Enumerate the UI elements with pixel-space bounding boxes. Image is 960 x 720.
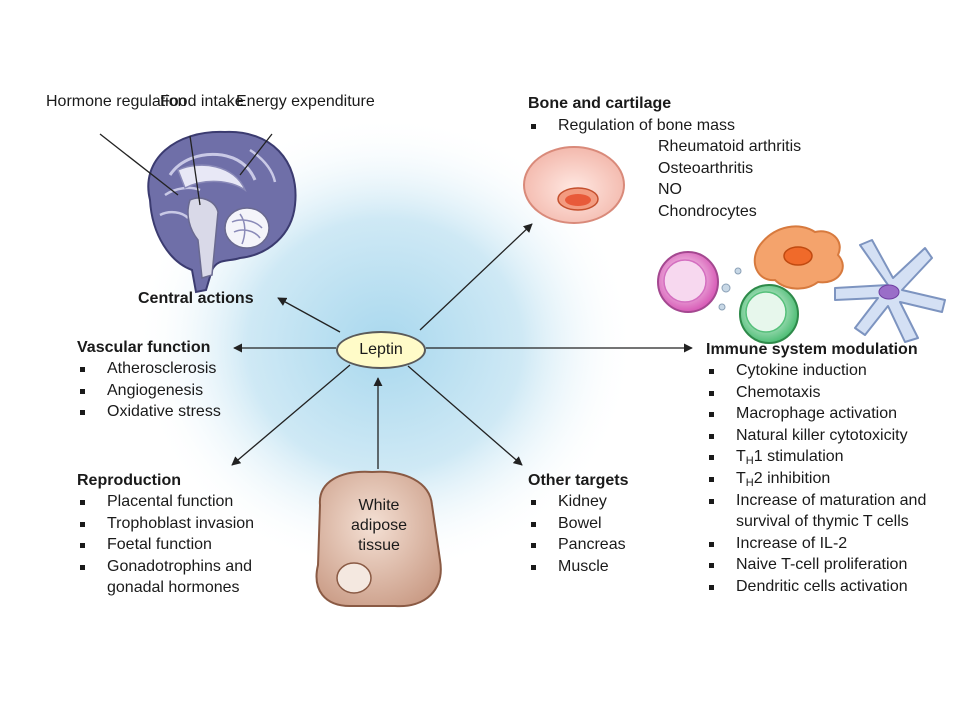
arrows <box>231 223 693 469</box>
bone-subitems: Rheumatoid arthritis Osteoarthritis NO C… <box>658 136 801 222</box>
immune-list: Cytokine induction Chemotaxis Macrophage… <box>706 360 960 598</box>
list-item: Chemotaxis <box>706 382 960 404</box>
heading-vascular-function: Vascular function <box>77 339 211 356</box>
list-item: Foetal function <box>77 534 297 556</box>
adipose-cell-icon <box>315 470 442 608</box>
list-item: Kidney <box>528 491 626 513</box>
bone-list: Regulation of bone mass <box>528 115 735 137</box>
label-white-adipose-tissue: White adipose tissue <box>336 496 422 556</box>
vascular-list: Atherosclerosis Angiogenesis Oxidative s… <box>77 358 221 423</box>
adipose-text: White adipose tissue <box>350 497 408 554</box>
leptin-node: Leptin <box>336 331 426 369</box>
heading-immune-system: Immune system modulation <box>706 341 918 358</box>
brain-icon <box>99 130 297 294</box>
heading-central-actions: Central actions <box>138 290 254 307</box>
list-item: Regulation of bone mass <box>528 115 735 137</box>
label-energy-expenditure: Energy expenditure <box>236 93 375 110</box>
list-item-th1: TH1 stimulation <box>706 446 960 468</box>
list-item: Rheumatoid arthritis <box>658 138 802 155</box>
th1-text: TH1 stimulation <box>736 448 844 468</box>
list-item-th2: TH2 inhibition <box>706 468 960 490</box>
list-item: Pancreas <box>528 534 626 556</box>
list-item: Naive T-cell proliferation <box>706 554 960 576</box>
list-item-text: Increase of maturation and survival of t… <box>736 491 927 531</box>
bone-cell-icon <box>523 146 625 224</box>
list-item: Chondrocytes <box>658 202 757 220</box>
other-list: Kidney Bowel Pancreas Muscle <box>528 491 626 577</box>
label-hormone-regulation: Hormone regulation <box>46 93 187 110</box>
reproduction-list: Placental function Trophoblast invasion … <box>77 491 297 599</box>
list-item: Atherosclerosis <box>77 358 221 380</box>
heading-reproduction: Reproduction <box>77 472 181 489</box>
list-item: Gonadotrophins and gonadal hormones <box>77 556 297 599</box>
list-item: Oxidative stress <box>77 401 221 423</box>
list-item: Macrophage activation <box>706 403 960 425</box>
heading-bone-cartilage: Bone and cartilage <box>528 95 672 112</box>
list-item: Natural killer cytotoxicity <box>706 425 960 447</box>
list-item: NO <box>658 181 682 199</box>
th2-text: TH2 inhibition <box>736 469 831 489</box>
list-item: Muscle <box>528 556 626 578</box>
heading-other-targets: Other targets <box>528 472 629 489</box>
list-item: Osteoarthritis <box>658 159 754 177</box>
list-item: Dendritic cells activation <box>706 576 960 598</box>
list-item: Increase of IL-2 <box>706 533 960 555</box>
list-item: Cytokine induction <box>706 360 960 382</box>
list-item: Increase of maturation and survival of t… <box>706 490 960 533</box>
list-item: Bowel <box>528 513 626 535</box>
list-item: Placental function <box>77 491 297 513</box>
list-item-text: Gonadotrophins and gonadal hormones <box>107 557 252 597</box>
label-food-intake: Food intake <box>160 93 244 110</box>
immune-cells-icon <box>657 225 946 344</box>
list-item: Trophoblast invasion <box>77 513 297 535</box>
list-item: Angiogenesis <box>77 380 221 402</box>
